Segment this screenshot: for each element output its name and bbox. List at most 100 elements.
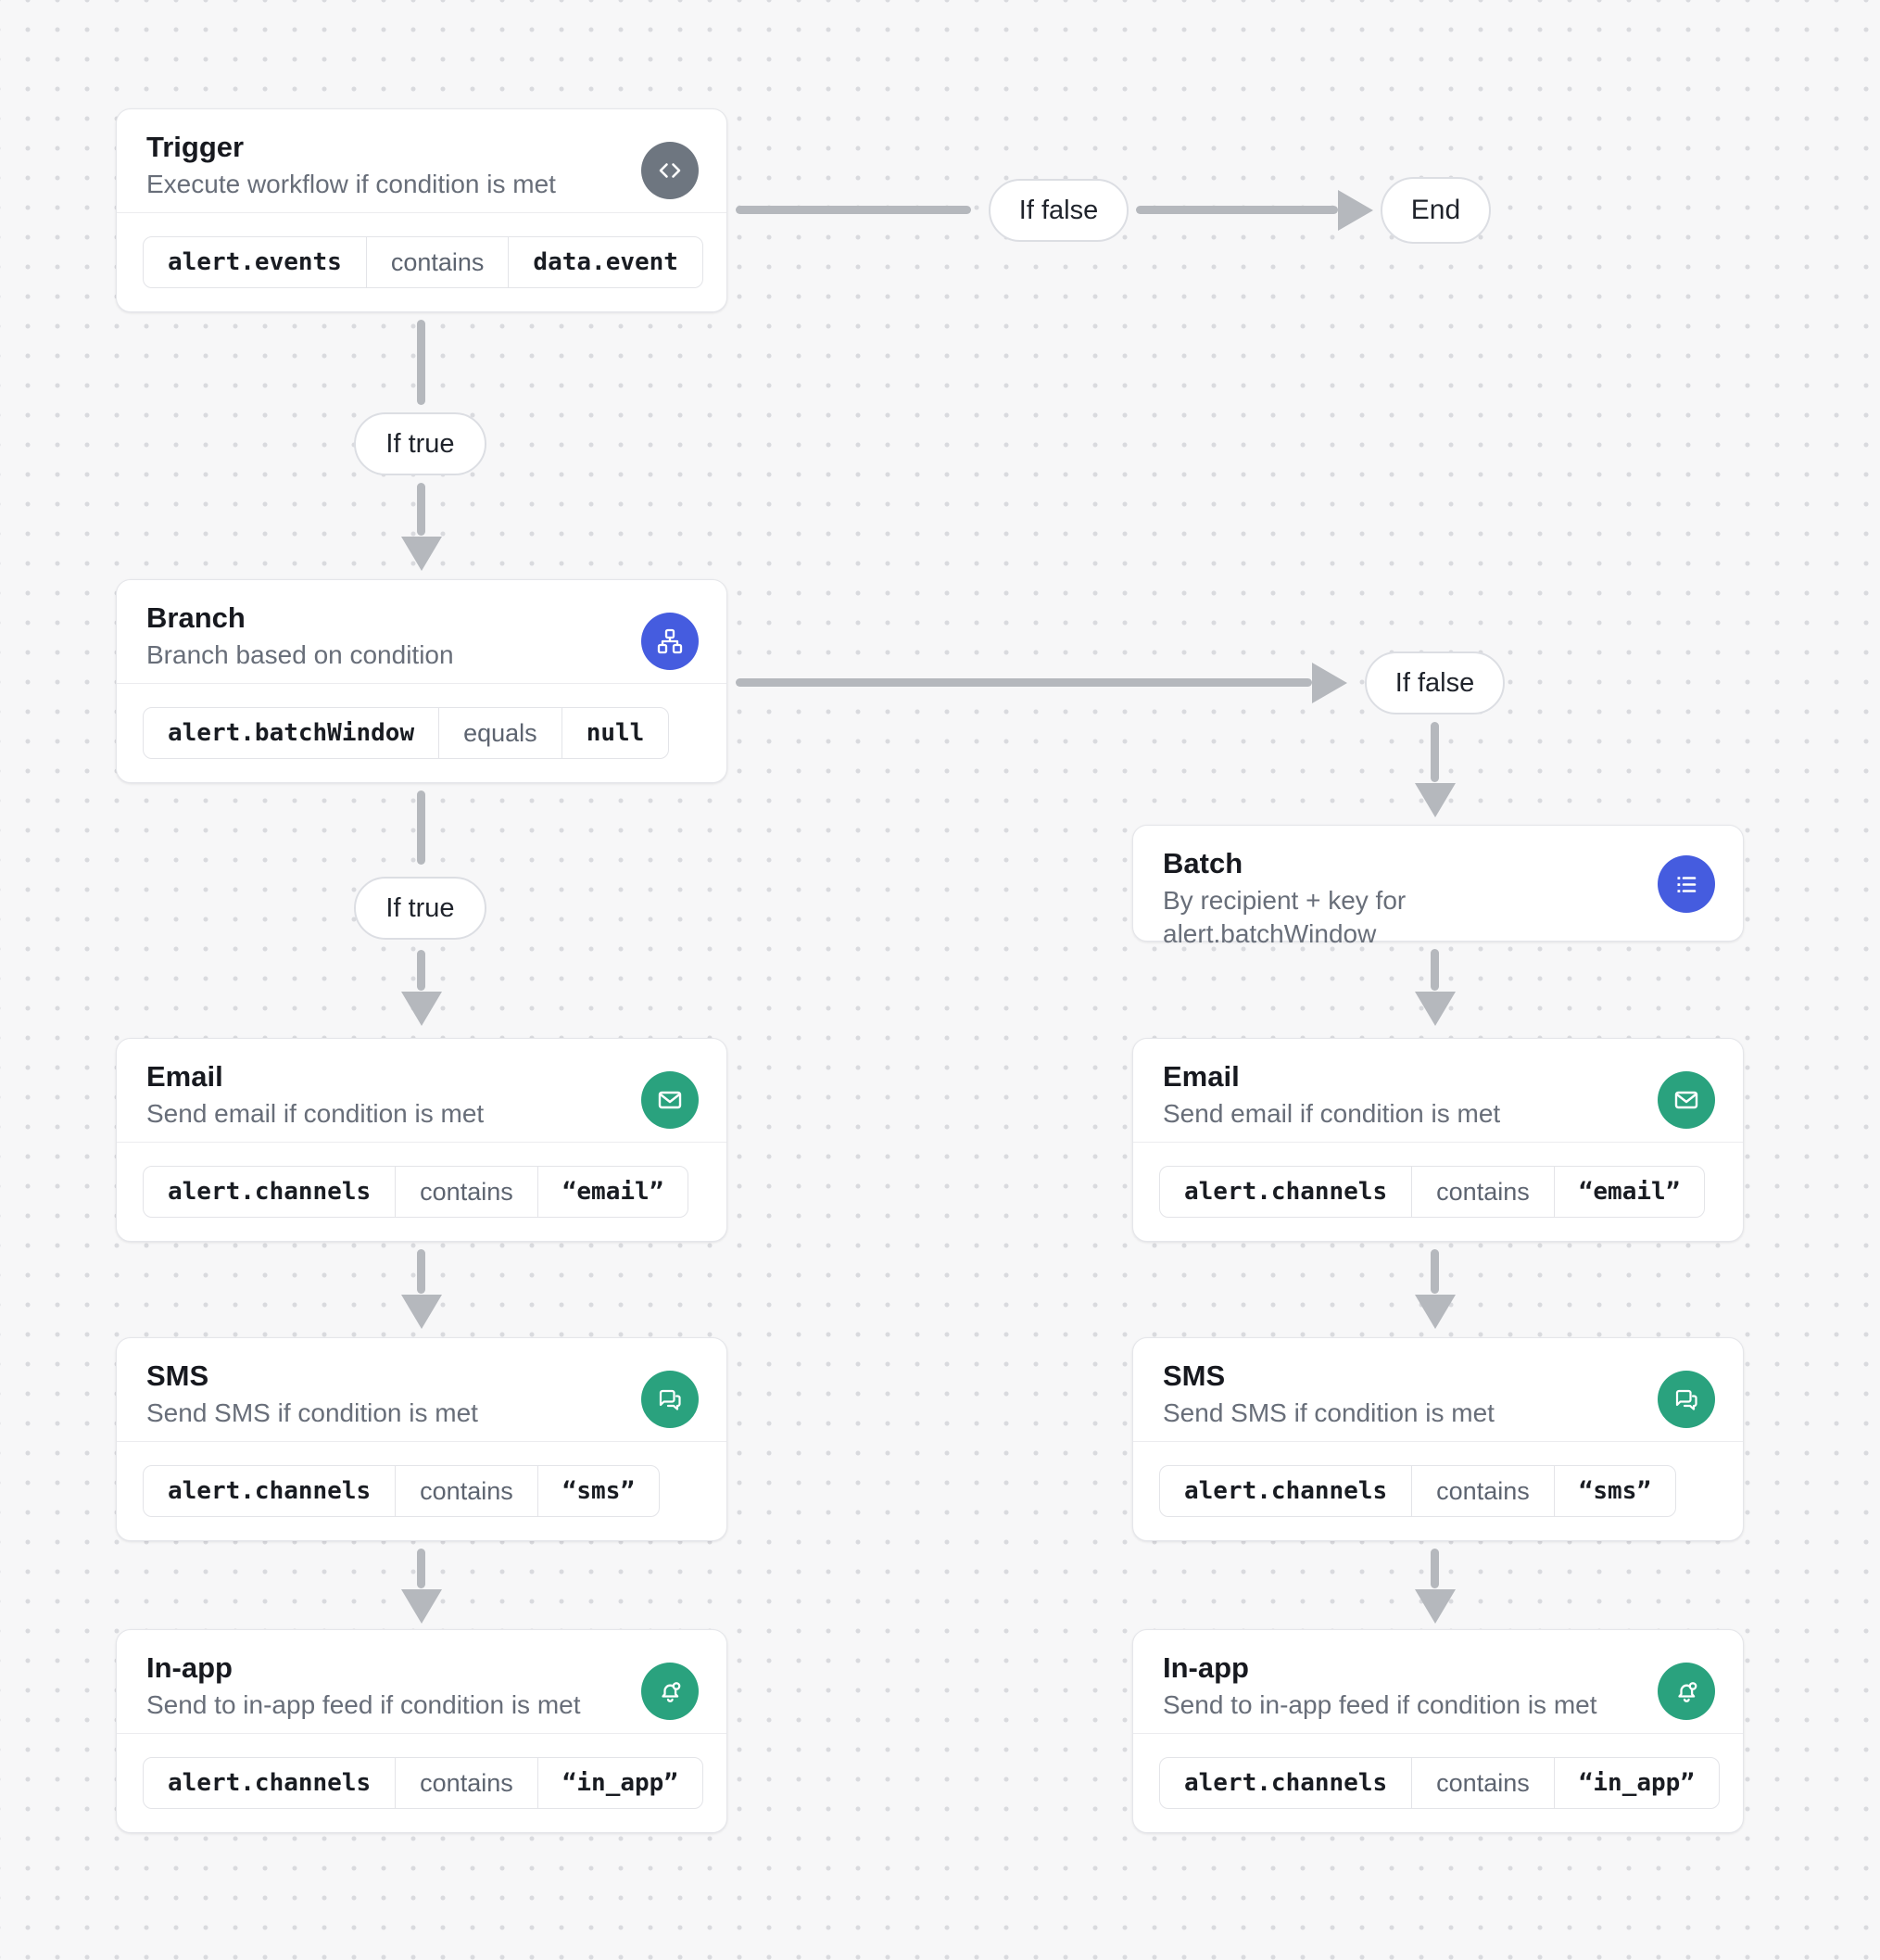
email-node-right[interactable]: Email Send email if condition is met ale… [1132, 1038, 1744, 1242]
chat-bubbles-icon [1658, 1371, 1715, 1428]
condition-row: alert.channels contains “in_app” [117, 1733, 726, 1832]
node-title: Email [146, 1060, 223, 1093]
edge-label-if-true-top: If true [354, 412, 486, 475]
list-icon [1658, 855, 1715, 913]
code-icon [641, 142, 699, 199]
arrowhead-down-email-right [1415, 992, 1456, 1026]
condition-chip: alert.channels contains “sms” [143, 1465, 661, 1517]
condition-operator: contains [1411, 1167, 1555, 1217]
condition-operator: contains [1411, 1758, 1555, 1808]
connector-trigger-to-iffalse [736, 206, 971, 214]
edge-label-text: If true [385, 428, 455, 459]
condition-row: alert.channels contains “email” [117, 1142, 726, 1241]
edge-label-text: If false [1394, 667, 1475, 698]
condition-value: “in_app” [1578, 1769, 1695, 1797]
condition-chip: alert.channels contains “email” [143, 1166, 689, 1218]
node-title: Batch [1163, 847, 1243, 879]
node-header: In-app Send to in-app feed if condition … [117, 1630, 726, 1733]
end-node: End [1381, 177, 1491, 244]
arrowhead-right-end [1338, 190, 1373, 231]
condition-operator: contains [1411, 1466, 1555, 1516]
bell-icon [1658, 1663, 1715, 1720]
condition-operator: equals [438, 708, 562, 758]
condition-chip: alert.channels contains “sms” [1159, 1465, 1677, 1517]
connector-trigger-to-iftrue [417, 320, 425, 405]
connector-iffalse-to-batch [1431, 722, 1439, 782]
connector-iftrue-to-branch [417, 483, 425, 536]
node-header: Trigger Execute workflow if condition is… [117, 109, 726, 212]
condition-row: alert.batchWindow equals null [117, 683, 726, 782]
sms-node-left[interactable]: SMS Send SMS if condition is met alert.c… [116, 1337, 727, 1541]
condition-field: alert.channels [168, 1178, 372, 1206]
edge-label-if-false-top: If false [989, 179, 1129, 242]
node-subtitle: Send to in-app feed if condition is met [1163, 1690, 1597, 1719]
arrowhead-right-iffalse [1312, 663, 1347, 703]
condition-field: alert.batchWindow [168, 719, 415, 747]
condition-field: alert.events [168, 248, 342, 276]
node-subtitle: By recipient + key for alert.batchWindow [1163, 886, 1407, 948]
condition-value: “sms” [1578, 1477, 1652, 1505]
condition-row: alert.channels contains “sms” [117, 1441, 726, 1540]
condition-chip: alert.batchWindow equals null [143, 707, 670, 759]
node-title: Branch [146, 601, 246, 634]
connector-email-to-sms-left [417, 1249, 425, 1294]
connector-iftrue2-to-email [417, 950, 425, 991]
connector-branch-to-iffalse [736, 678, 1312, 687]
node-subtitle: Send SMS if condition is met [1163, 1398, 1495, 1427]
node-title: Email [1163, 1060, 1240, 1093]
node-header: SMS Send SMS if condition is met [1133, 1338, 1743, 1441]
condition-operator: contains [395, 1466, 538, 1516]
condition-chip: alert.events contains data.event [143, 236, 703, 288]
condition-operator: contains [395, 1167, 538, 1217]
sms-node-right[interactable]: SMS Send SMS if condition is met alert.c… [1132, 1337, 1744, 1541]
inapp-node-right[interactable]: In-app Send to in-app feed if condition … [1132, 1629, 1744, 1833]
condition-row: alert.events contains data.event [117, 212, 726, 311]
condition-chip: alert.channels contains “in_app” [1159, 1757, 1720, 1809]
node-title: SMS [1163, 1359, 1226, 1392]
node-subtitle: Send email if condition is met [1163, 1099, 1501, 1128]
arrowhead-down-email-left [401, 992, 442, 1026]
arrowhead-down-inapp-left [401, 1589, 442, 1624]
connector-batch-to-email-right [1431, 949, 1439, 991]
condition-value: “email” [1578, 1178, 1681, 1206]
inapp-node-left[interactable]: In-app Send to in-app feed if condition … [116, 1629, 727, 1833]
condition-value: “email” [561, 1178, 664, 1206]
email-node-left[interactable]: Email Send email if condition is met ale… [116, 1038, 727, 1242]
condition-operator: contains [365, 237, 510, 287]
node-header: Branch Branch based on condition [117, 580, 726, 683]
condition-value: null [586, 719, 645, 747]
node-title: In-app [146, 1651, 233, 1684]
node-subtitle: Branch based on condition [146, 640, 454, 669]
node-header: Email Send email if condition is met [117, 1039, 726, 1142]
connector-branch-to-iftrue2 [417, 790, 425, 865]
node-title: SMS [146, 1359, 209, 1392]
arrowhead-down-sms-left [401, 1295, 442, 1329]
node-header: Batch By recipient + key for alert.batch… [1133, 826, 1743, 948]
branch-node[interactable]: Branch Branch based on condition alert.b… [116, 579, 727, 783]
condition-value: “in_app” [561, 1769, 678, 1797]
end-label: End [1410, 195, 1461, 225]
condition-row: alert.channels contains “email” [1133, 1142, 1743, 1241]
connector-iffalse-to-end [1136, 206, 1338, 214]
arrowhead-down-inapp-right [1415, 1589, 1456, 1624]
arrowhead-down-batch [1415, 783, 1456, 817]
connector-sms-to-inapp-right [1431, 1549, 1439, 1588]
node-header: In-app Send to in-app feed if condition … [1133, 1630, 1743, 1733]
condition-row: alert.channels contains “sms” [1133, 1441, 1743, 1540]
condition-field: alert.channels [168, 1769, 372, 1797]
condition-operator: contains [395, 1758, 538, 1808]
trigger-node[interactable]: Trigger Execute workflow if condition is… [116, 108, 727, 312]
edge-label-text: If false [1018, 195, 1099, 225]
condition-value: “sms” [561, 1477, 636, 1505]
batch-node[interactable]: Batch By recipient + key for alert.batch… [1132, 825, 1744, 948]
condition-field: alert.channels [1184, 1769, 1388, 1797]
node-subtitle: Send SMS if condition is met [146, 1398, 478, 1427]
arrowhead-down-branch [401, 537, 442, 571]
edge-label-text: If true [385, 892, 455, 923]
condition-chip: alert.channels contains “email” [1159, 1166, 1706, 1218]
envelope-icon [641, 1071, 699, 1129]
envelope-icon [1658, 1071, 1715, 1129]
condition-value: data.event [533, 248, 678, 276]
condition-field: alert.channels [168, 1477, 372, 1505]
